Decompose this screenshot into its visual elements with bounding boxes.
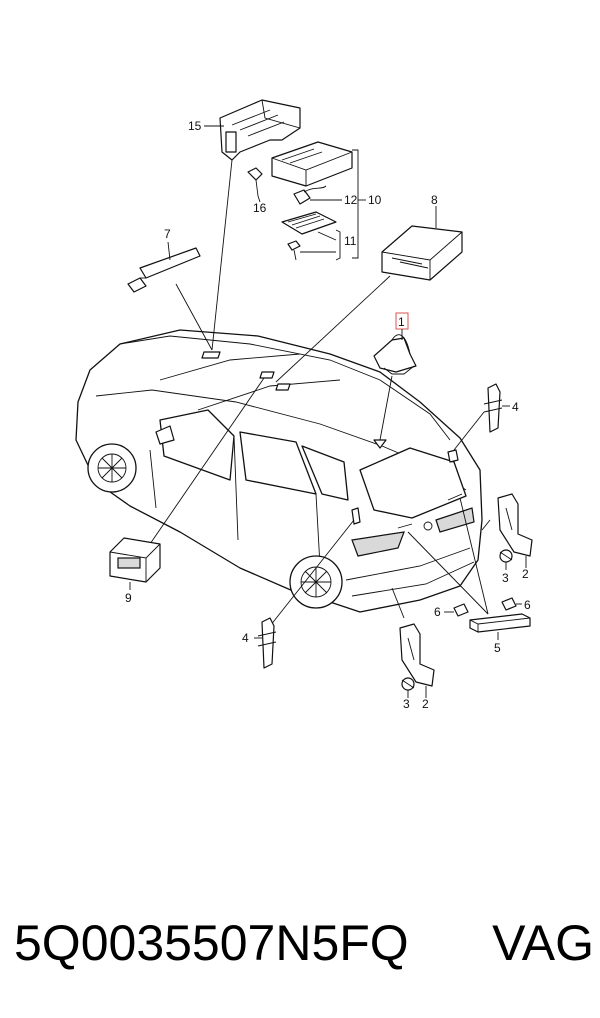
part-2-3-sensor-lower: 3 2 <box>399 623 435 711</box>
leader-lines <box>149 159 491 627</box>
part-4-bracket-lower: 4 <box>242 617 277 669</box>
brand-text: VAG <box>492 915 594 971</box>
callout-3-right: 3 <box>502 571 509 585</box>
callout-12: 12 <box>344 193 358 207</box>
part-12-connector: 12 <box>293 185 358 207</box>
callout-15: 15 <box>188 119 202 133</box>
part-10-control-unit <box>271 141 353 187</box>
bracket-lines: 10 <box>335 149 382 261</box>
part-5-rear-module: 5 <box>469 613 531 655</box>
callout-16: 16 <box>253 201 267 215</box>
callout-11: 11 <box>344 234 357 248</box>
part-7-antenna-strip: 7 <box>127 227 201 293</box>
callout-4-upper: 4 <box>512 400 519 414</box>
part-4-bracket-upper: 4 <box>483 383 519 433</box>
callout-10: 10 <box>368 193 382 207</box>
part-16-bolt: 16 <box>247 167 267 215</box>
part-11-cover: 11 <box>281 211 357 261</box>
callout-3-lower: 3 <box>403 697 410 711</box>
callout-8: 8 <box>431 193 438 207</box>
part-1-roof-antenna: 1 <box>373 312 417 375</box>
part-9-module: 9 <box>109 537 161 605</box>
part-15-bracket: 15 <box>188 99 301 161</box>
callout-4-lower: 4 <box>242 631 249 645</box>
callout-6-left: 6 <box>434 605 441 619</box>
callout-7: 7 <box>164 227 171 241</box>
vehicle-outline <box>75 329 483 613</box>
part-number-text: 5Q0035507N5FQ <box>14 915 409 971</box>
parts-diagram: 15 16 12 11 10 <box>75 99 533 711</box>
callout-9: 9 <box>125 591 132 605</box>
callout-2-right: 2 <box>522 567 529 581</box>
part-2-3-sensor-right: 3 2 <box>497 493 533 585</box>
part-8-module: 8 <box>381 193 463 281</box>
callout-5: 5 <box>494 641 501 655</box>
caption-bar: 5Q0035507N5FQ VAG <box>14 908 594 978</box>
callout-1: 1 <box>398 315 405 329</box>
callout-2-lower: 2 <box>422 697 429 711</box>
part-6-clips: 6 6 <box>434 597 531 619</box>
callout-6-right: 6 <box>524 598 531 612</box>
